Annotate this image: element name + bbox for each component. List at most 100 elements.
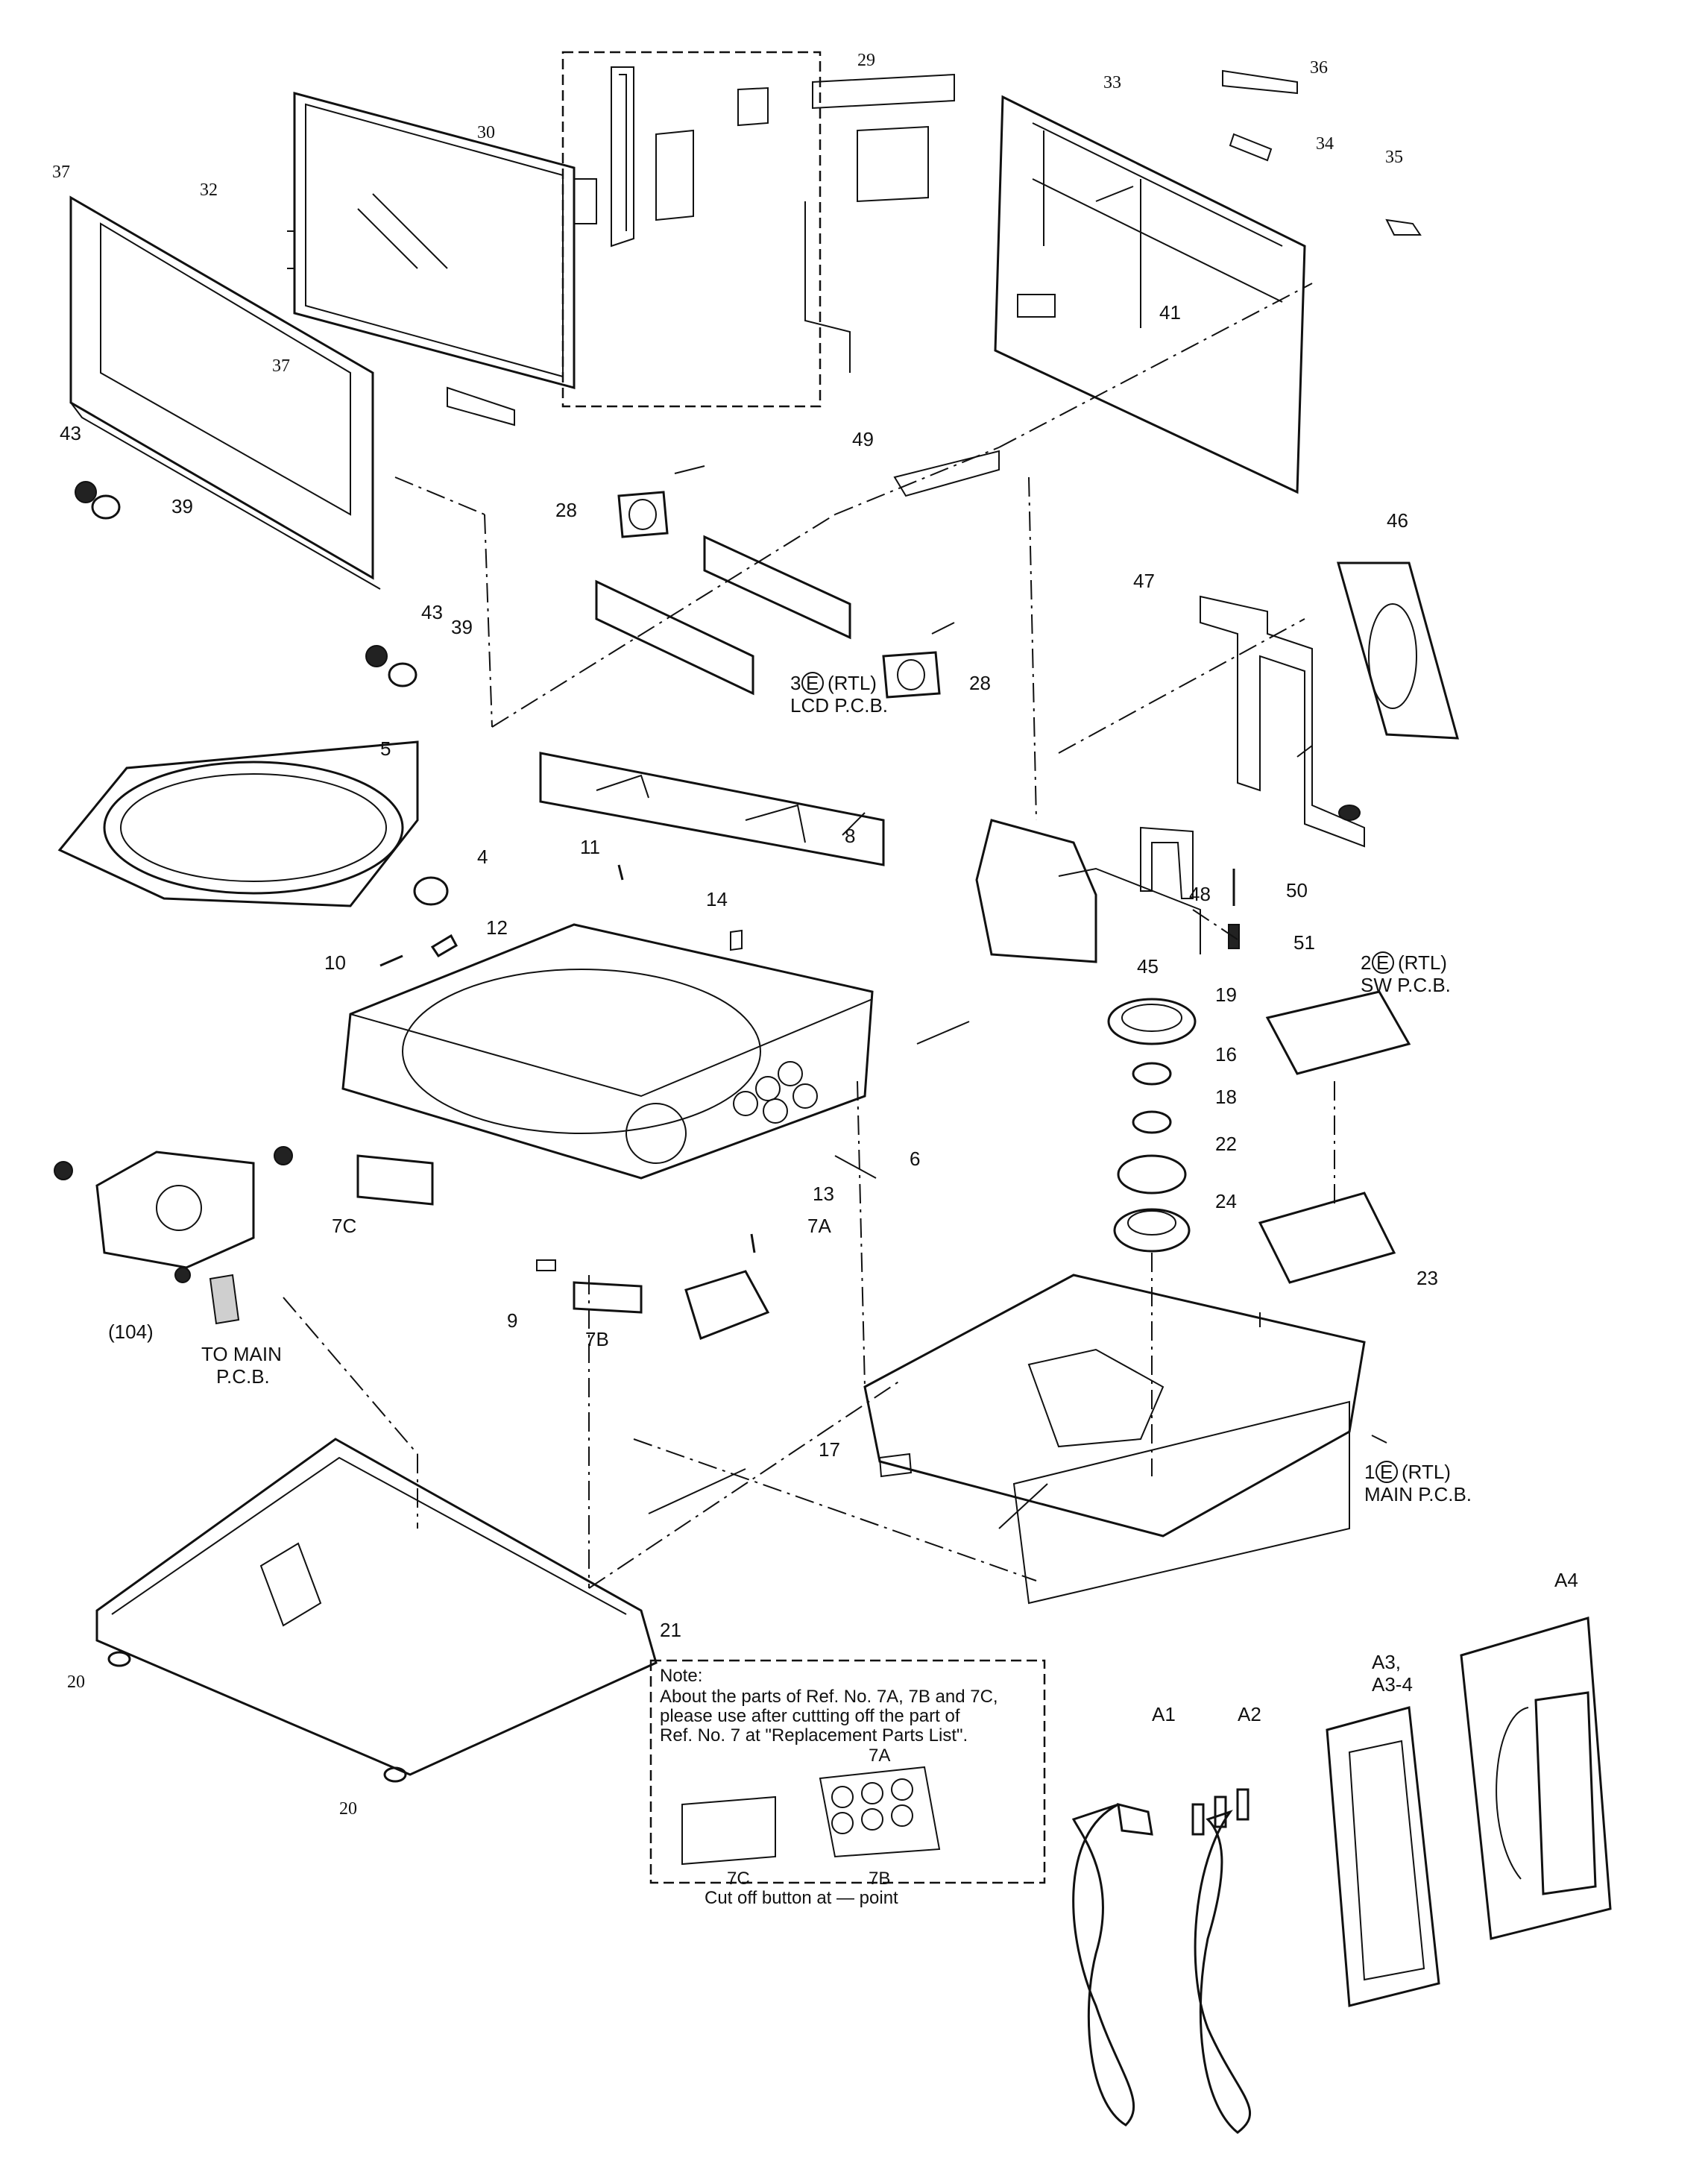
label-4: 4 <box>477 846 488 868</box>
part-30-lcd-panel <box>287 92 576 427</box>
part-39-left-ring <box>91 494 121 520</box>
label-12: 12 <box>486 916 508 939</box>
part-36-latch <box>1222 69 1298 95</box>
label-36: 36 <box>1310 58 1328 78</box>
label-a3-4: A3-4 <box>1372 1673 1413 1696</box>
label-35: 35 <box>1385 148 1403 167</box>
circled-e-3: E <box>806 672 819 694</box>
circled-e-icon-1 <box>1375 1461 1398 1483</box>
note-inset-7c: 7C <box>727 1869 750 1889</box>
part-43-right-knob <box>365 645 388 667</box>
part-4-knob <box>413 876 449 906</box>
part-8-top-cover <box>539 752 885 866</box>
label-7a: 7A <box>807 1215 831 1237</box>
part-39-right-ring <box>388 662 417 687</box>
label-104: (104) <box>108 1321 154 1343</box>
accessory-a4-adapter <box>1460 1617 1612 1940</box>
label-a4: A4 <box>1554 1569 1578 1591</box>
part-48-hinge-spring <box>1140 826 1194 899</box>
label-11: 11 <box>580 836 600 858</box>
label-3-name: LCD P.C.B. <box>790 694 888 717</box>
part-22-sheet <box>1117 1154 1187 1195</box>
accessory-a2-av-cable <box>1191 1788 1252 2134</box>
label-20-right: 20 <box>339 1799 357 1819</box>
label-49: 49 <box>852 428 874 450</box>
part-7a-buttons <box>684 1270 770 1340</box>
part-13-screw <box>750 1233 756 1253</box>
to-main-line-1: TO MAIN <box>201 1343 282 1365</box>
label-39-left: 39 <box>171 495 193 517</box>
alignment-lines <box>283 283 1335 1589</box>
part-6-top-cabinet <box>341 923 874 1180</box>
part-28-speaker-left <box>617 465 705 538</box>
part-1-main-pcb <box>863 1274 1366 1605</box>
part-7c-buttons <box>356 1154 434 1206</box>
label-10: 10 <box>324 951 346 974</box>
label-9: 9 <box>507 1309 517 1332</box>
label-45: 45 <box>1137 955 1159 978</box>
part-10-screw <box>379 954 403 967</box>
label-24: 24 <box>1215 1190 1237 1212</box>
note-footer: Cut off button at — point <box>705 1888 898 1908</box>
label-19: 19 <box>1215 983 1237 1006</box>
label-1-rtl: (RTL) <box>1402 1461 1451 1483</box>
label-5: 5 <box>380 737 391 760</box>
label-37-inner: 37 <box>272 356 290 376</box>
label-50: 50 <box>1286 879 1308 901</box>
accessory-a1-cord <box>1071 1803 1153 2127</box>
part-18-cap <box>1132 1110 1172 1134</box>
label-20-left: 20 <box>67 1672 85 1692</box>
note-title: Note: <box>660 1666 702 1686</box>
part-20-foot-right <box>383 1766 407 1783</box>
circled-e-icon-3 <box>801 672 824 694</box>
label-13: 13 <box>813 1183 834 1205</box>
label-6: 6 <box>910 1148 920 1170</box>
label-28-right: 28 <box>969 672 991 694</box>
label-7b: 7B <box>585 1328 609 1350</box>
note-inset-7b: 7B <box>869 1869 890 1889</box>
accessory-a3-remote <box>1326 1706 1440 2007</box>
note-line-2: please use after cuttting off the part o… <box>660 1706 960 1726</box>
label-48: 48 <box>1189 883 1211 905</box>
part-16-cap <box>1132 1062 1172 1086</box>
label-2-rtl: (RTL) <box>1398 951 1447 974</box>
label-2-name: SW P.C.B. <box>1361 974 1451 996</box>
note-line-3: Ref. No. 7 at "Replacement Parts List". <box>660 1725 968 1746</box>
part-2-sw-pcb <box>1265 990 1411 1075</box>
label-18: 18 <box>1215 1086 1237 1108</box>
label-3: 3 <box>790 672 801 694</box>
part-34-clip <box>1229 133 1273 162</box>
label-34: 34 <box>1316 134 1334 154</box>
labels: 29 30 32 33 34 35 36 37 37 41 43 39 28 4… <box>52 51 1578 1908</box>
note-box <box>649 1659 1046 1884</box>
part-5-disc-lid <box>57 740 419 907</box>
part-12-spring <box>430 934 458 958</box>
label-23: 23 <box>1416 1267 1438 1289</box>
part-28-speaker-right <box>882 622 955 699</box>
label-28-left: 28 <box>555 499 577 521</box>
label-46: 46 <box>1387 509 1408 532</box>
part-19-ring <box>1107 998 1197 1045</box>
leader-lines <box>648 186 1387 1529</box>
part-11-screw <box>617 864 624 881</box>
label-a1: A1 <box>1152 1703 1176 1725</box>
label-21: 21 <box>660 1619 681 1641</box>
label-1-name: MAIN P.C.B. <box>1364 1483 1472 1505</box>
label-32: 32 <box>200 180 218 200</box>
label-29: 29 <box>857 51 875 70</box>
part-21-bottom-cabinet <box>95 1438 658 1776</box>
part-7b-buttons <box>573 1281 643 1314</box>
circled-e-2: E <box>1376 951 1389 974</box>
part-17-bracket <box>878 1452 913 1478</box>
label-30: 30 <box>477 123 495 142</box>
label-2: 2 <box>1361 951 1371 974</box>
part-29-group <box>561 51 955 408</box>
circled-e-1: E <box>1380 1461 1393 1483</box>
label-1: 1 <box>1364 1461 1375 1483</box>
label-3-rtl: (RTL) <box>828 672 877 694</box>
circled-e-icon-2 <box>1372 951 1394 974</box>
label-a2: A2 <box>1238 1703 1261 1725</box>
note-inset-7a: 7A <box>869 1746 890 1766</box>
part-104-traverse <box>54 1146 293 1325</box>
